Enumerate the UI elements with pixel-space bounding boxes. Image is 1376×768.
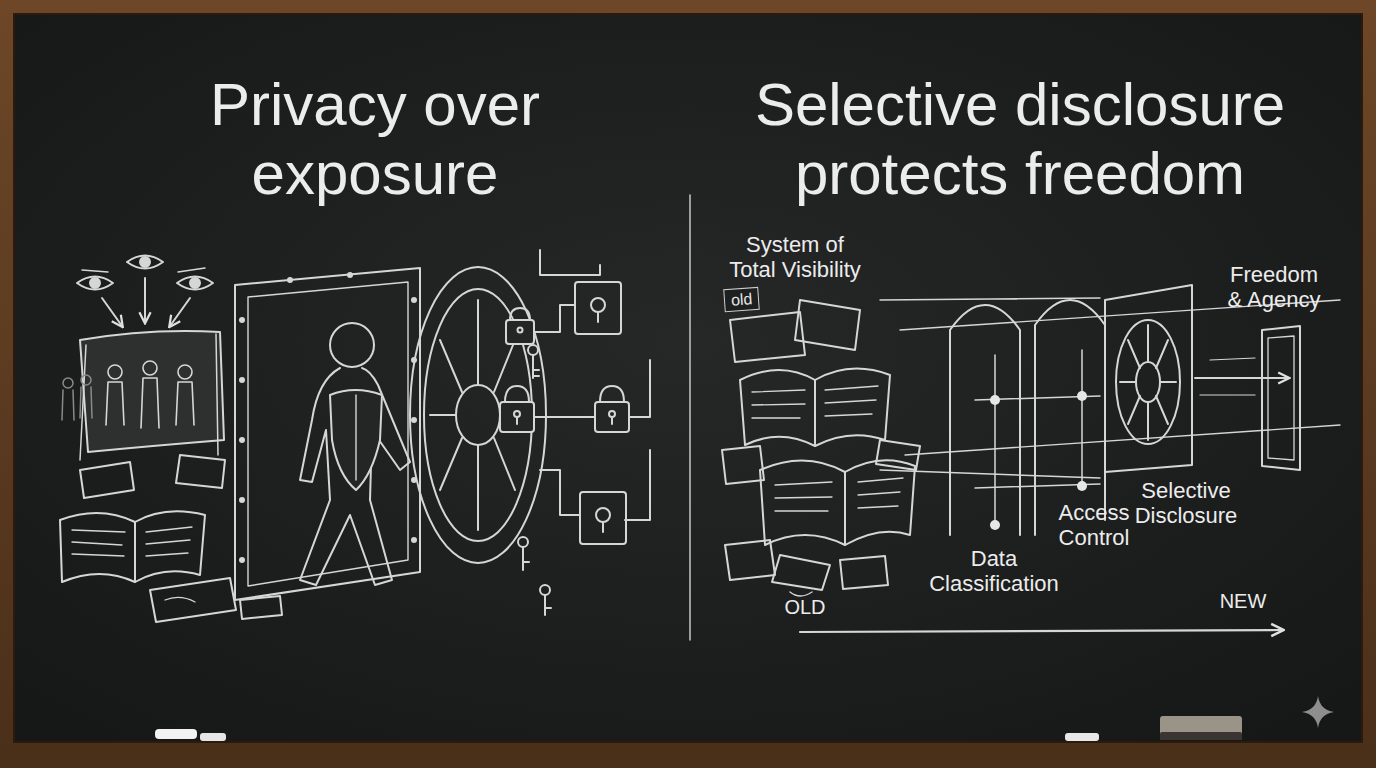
tag-text: old — [730, 290, 752, 308]
section-label: System of Total Visibility — [722, 232, 868, 283]
tag-box: old — [723, 287, 760, 313]
outcome-label: Freedom & Agency — [1222, 262, 1326, 313]
stage-label: Selective Disclosure — [1130, 478, 1242, 529]
panel-heading: Selective disclosure protects freedom — [705, 70, 1335, 208]
timeline-label: OLD — [770, 596, 840, 619]
panel-heading: Privacy over exposure — [165, 70, 585, 208]
timeline-label: NEW — [1208, 590, 1278, 613]
stage-label: Data Classification — [925, 546, 1063, 597]
stage-label: Access Control — [1052, 500, 1136, 551]
